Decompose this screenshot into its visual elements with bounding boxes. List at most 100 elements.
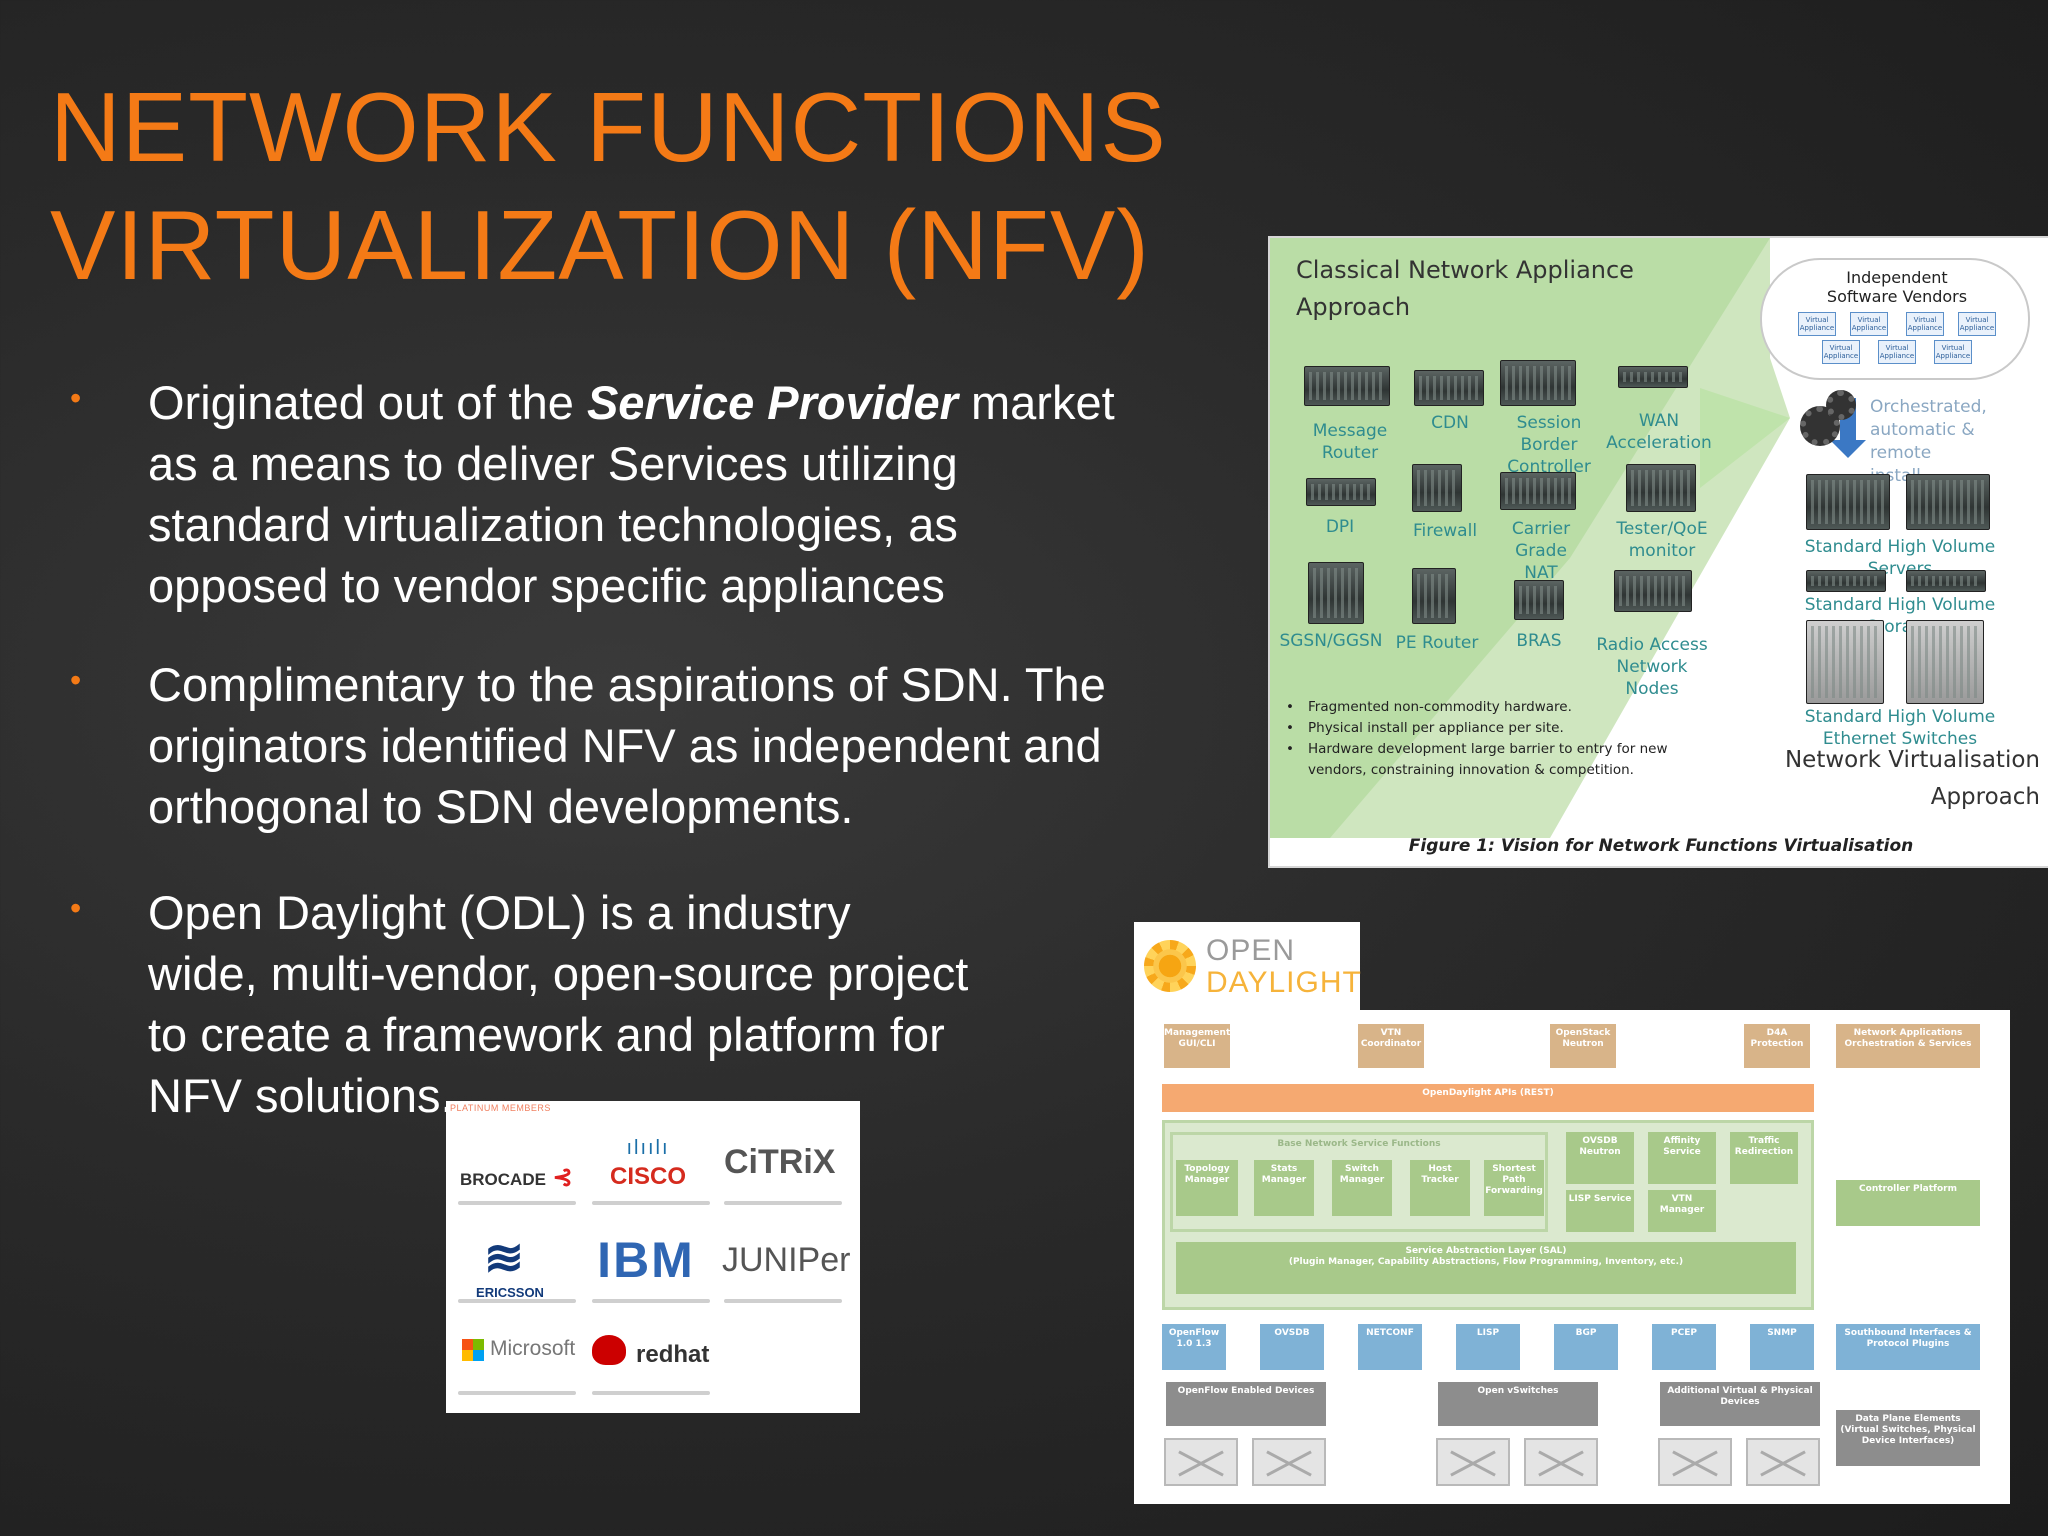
bullet-3-line-2: wide, multi-vendor, open-source project [148,947,969,1000]
appliance-label: CDN [1431,413,1469,433]
arch-box: Topology Manager [1176,1160,1238,1216]
firewall-icon [1412,464,1462,512]
bullet-3-line-3: to create a framework and platform for [148,1008,945,1061]
arch-box: LISP [1456,1324,1520,1370]
arch-box: BGP [1554,1324,1618,1370]
redhat-icon [592,1335,626,1365]
tester-qoe-icon [1626,464,1696,512]
server-icon [1906,474,1990,530]
bullet-dot: • [70,890,82,926]
ericsson-logo: ERICSSON [476,1285,544,1300]
members-label: PLATINUM MEMBERS [450,1103,551,1113]
appliance-label: Firewall [1412,521,1478,541]
apis-bar: OpenDaylight APIs (REST) [1162,1084,1814,1112]
bullet-3-line-4: NFV solutions. [148,1069,454,1122]
juniper-logo: JUNIPer [722,1241,851,1279]
platinum-members-panel: PLATINUM MEMBERS BROCADE ⊰ ılıılı CISCO … [446,1101,860,1413]
arch-box: Traffic Redirection [1730,1132,1798,1184]
nv-approach-heading: Network Virtualisation Approach [1784,747,2040,810]
bullet-1-post: market [957,376,1115,429]
virtual-appliance-icon: Virtual Appliance [1934,340,1972,364]
switch-icon [1436,1438,1510,1486]
arch-box: Management GUI/CLI [1164,1024,1230,1068]
title-line-2: VIRTUALIZATION (NFV) [50,190,1150,300]
arch-box: Network Applications Orchestration & Ser… [1836,1024,1980,1068]
storage-icon [1906,570,1986,592]
arch-box: Host Tracker [1410,1160,1470,1216]
appliance-label: Radio Access Network Nodes [1596,635,1708,699]
nfv-vision-figure: Classical Network Appliance Approach Mes… [1268,236,2048,868]
switch-icon [1164,1438,1238,1486]
southbound-label-box: Southbound Interfaces & Protocol Plugins [1836,1324,1980,1370]
arch-box: Affinity Service [1648,1132,1716,1184]
arch-box: OpenStack Neutron [1550,1024,1616,1068]
arch-box: PCEP [1652,1324,1716,1370]
ericsson-mark-icon: ≋ [483,1232,525,1285]
virtual-appliance-icon: Virtual Appliance [1906,312,1944,336]
wan-acceleration-icon [1618,366,1688,388]
storage-icon [1806,570,1886,592]
arch-box: Shortest Path Forwarding [1484,1160,1544,1216]
cisco-bars-icon: ılıılı [626,1137,670,1159]
orchestrated-label: Orchestrated, automatic & remote install… [1870,397,1987,486]
arch-box: Additional Virtual & Physical Devices [1660,1382,1820,1426]
virtual-appliance-icon: Virtual Appliance [1850,312,1888,336]
dpi-icon [1306,478,1376,506]
sal-bar: Service Abstraction Layer (SAL) (Plugin … [1176,1242,1796,1294]
classical-heading: Classical Network Appliance Approach [1296,256,1634,321]
arch-box: OVSDB [1260,1324,1324,1370]
nfv-figure-background [1270,238,1790,838]
switch-icon [1746,1438,1820,1486]
brocade-logo: BROCADE ⊰ [460,1164,573,1191]
microsoft-icon [462,1339,484,1361]
appliance-label: Tester/QoE monitor [1616,519,1708,561]
appliance-label: Message Router [1312,421,1388,463]
switch-icon [1806,620,1884,704]
bullet-2-line-3: orthogonal to SDN developments. [148,780,854,833]
dataplane-box: Data Plane Elements (Virtual Switches, P… [1836,1410,1980,1466]
carrier-grade-nat-icon [1500,472,1576,510]
gear-icon [1826,390,1856,420]
server-icon [1806,474,1890,530]
microsoft-logo: Microsoft [490,1337,576,1360]
virtual-appliance-icon: Virtual Appliance [1878,340,1916,364]
arch-box: D4A Protection [1744,1024,1810,1068]
appliance-label: Carrier Grade NAT [1511,519,1571,583]
title-line-1: NETWORK FUNCTIONS [50,72,1167,182]
cisco-logo: CISCO [609,1163,686,1190]
arch-box: LISP Service [1566,1190,1634,1232]
bullet-3-line-1: Open Daylight (ODL) is a industry [148,886,851,939]
citrix-logo: CiTRiX [724,1143,836,1181]
arch-box: Open vSwitches [1438,1382,1598,1426]
virtual-appliance-icon: Virtual Appliance [1958,312,1996,336]
ibm-logo: IBM [597,1232,695,1288]
arch-box: NETCONF [1358,1324,1422,1370]
pe-router-icon [1412,568,1456,624]
bullet-1-line-2: as a means to deliver Services utilizing [148,437,958,490]
cdn-icon [1414,370,1484,406]
arch-box: OpenFlow Enabled Devices [1166,1382,1326,1426]
figure-caption: Figure 1: Vision for Network Functions V… [1408,836,1914,856]
bullet-1-emphasis: Service Provider [586,376,958,429]
switch-icon [1658,1438,1732,1486]
odl-architecture-diagram: Management GUI/CLI VTN Coordinator OpenS… [1134,1010,2010,1504]
arch-box: OpenFlow 1.0 1.3 [1162,1324,1226,1370]
slide-title: NETWORK FUNCTIONS VIRTUALIZATION (NFV) [50,68,1250,304]
redhat-logo: redhat [636,1341,710,1368]
appliance-label: WAN Acceleration [1606,411,1712,453]
appliance-label: BRAS [1516,631,1562,651]
appliance-label: SGSN/GGSN [1279,631,1383,651]
bullet-2-line-1: Complimentary to the aspirations of SDN.… [148,658,1106,711]
appliance-label: DPI [1325,517,1355,537]
bullet-1-pre: Originated out of the [148,376,587,429]
bullet-1-line-4: opposed to vendor specific appliances [148,559,945,612]
arch-box: VTN Coordinator [1358,1024,1424,1068]
switch-icon [1524,1438,1598,1486]
arch-box: Switch Manager [1332,1160,1392,1216]
bullet-dot: • [70,662,82,698]
appliance-label: Session Border Controller [1507,413,1591,477]
message-router-icon [1304,366,1390,406]
classical-notes: Fragmented non-commodity hardware. Physi… [1282,697,1712,781]
arch-box: Stats Manager [1254,1160,1314,1216]
switches-label: Standard High Volume Ethernet Switches [1804,707,1996,749]
